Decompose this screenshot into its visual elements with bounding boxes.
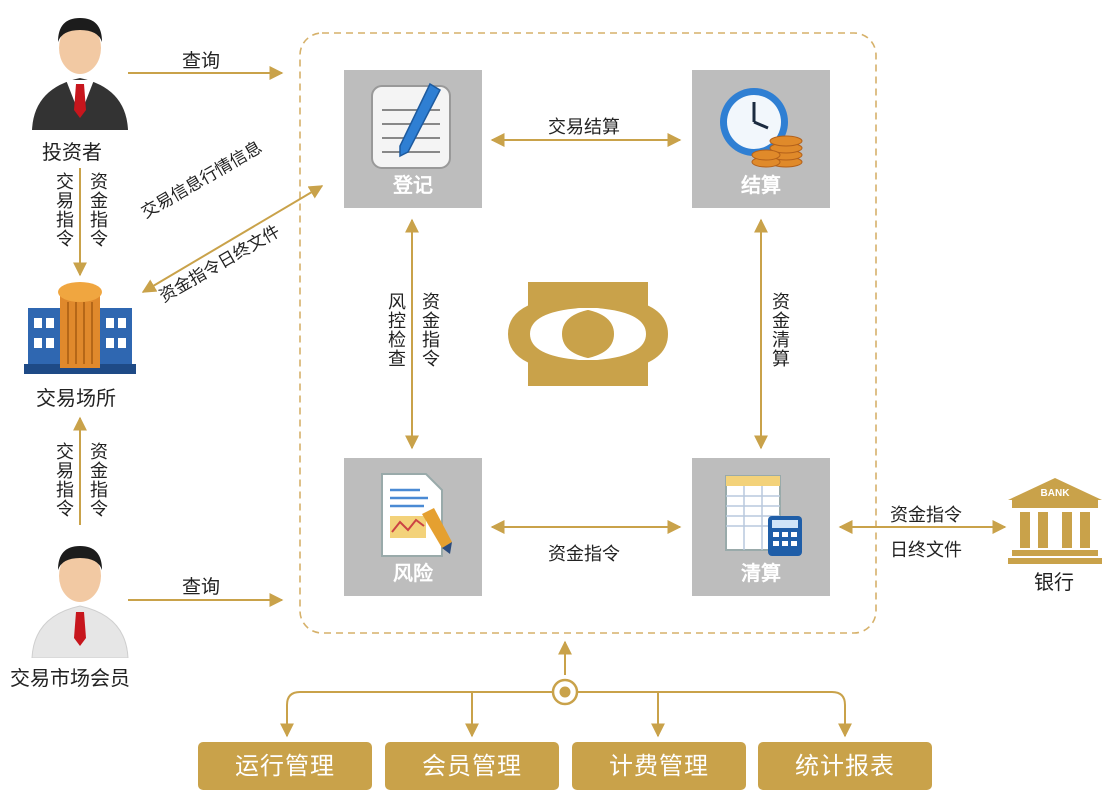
investor-fund-order-label: 资金指令: [87, 172, 108, 248]
building-icon: [24, 282, 136, 374]
spreadsheet-calculator-icon: [725, 475, 802, 556]
investor-label: 投资者: [42, 140, 102, 164]
bank-file-label: 日终文件: [890, 540, 962, 561]
register-node[interactable]: 登记: [344, 70, 482, 208]
platform-logo-icon: [508, 282, 668, 386]
investor-icon: [32, 18, 128, 130]
risk-control-label: 风控检查: [385, 292, 406, 368]
bank-sign: BANK: [1041, 488, 1071, 499]
member-trade-order-label: 交易指令: [53, 442, 74, 518]
risk-title: 风险: [393, 561, 433, 585]
report-pen-icon: [381, 473, 452, 557]
member-icon: [31, 546, 129, 658]
member-fund-order-label: 资金指令: [87, 442, 108, 518]
module-report-button[interactable]: 统计报表: [758, 742, 932, 790]
pen-document-icon: [371, 82, 451, 169]
member-query-label: 查询: [182, 576, 221, 598]
clock-coins-icon: [720, 88, 803, 168]
investor-query-label: 查询: [182, 50, 221, 72]
exchange-label: 交易场所: [36, 386, 116, 410]
bank-fund-label: 资金指令: [890, 505, 962, 526]
settle-clear-label: 资金清算: [769, 292, 790, 368]
module-operation-button[interactable]: 运行管理: [198, 742, 372, 790]
bank-label: 银行: [1034, 570, 1074, 594]
settle-node[interactable]: 结算: [692, 70, 830, 208]
platform-container: [299, 32, 877, 634]
module-member-button[interactable]: 会员管理: [385, 742, 559, 790]
investor-trade-order-label: 交易指令: [53, 172, 74, 248]
risk-clear-label: 资金指令: [548, 544, 620, 565]
clearing-title: 清算: [741, 561, 781, 585]
exchange-register-arrow: [141, 185, 324, 293]
risk-node[interactable]: 风险: [344, 458, 482, 596]
clearing-node[interactable]: 清算: [692, 458, 830, 596]
register-settle-label: 交易结算: [548, 117, 620, 138]
module-billing-button[interactable]: 计费管理: [572, 742, 746, 790]
member-label: 交易市场会员: [10, 666, 130, 690]
bank-icon: BANK: [1008, 478, 1102, 564]
settle-title: 结算: [741, 173, 781, 197]
register-risk-fund-label: 资金指令: [419, 292, 440, 368]
register-title: 登记: [393, 173, 433, 197]
